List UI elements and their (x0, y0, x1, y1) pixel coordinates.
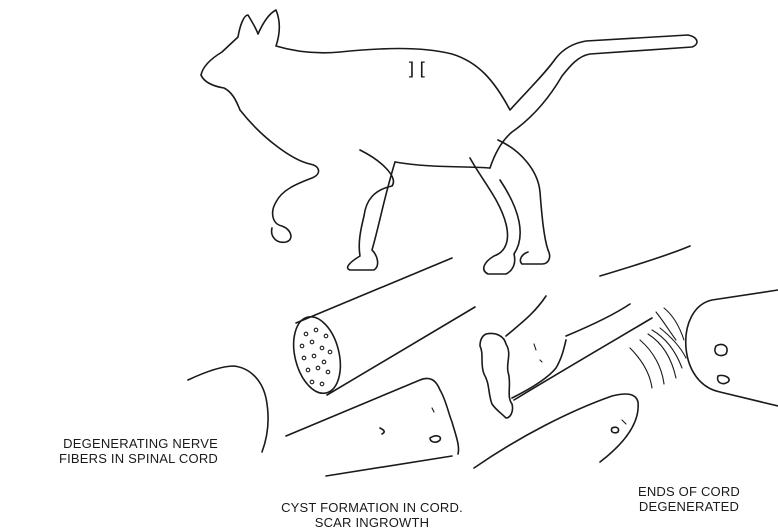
label-ends-of-cord-degenerated: ENDS OF CORD DEGENERATED (630, 484, 748, 514)
label-degenerating-nerve-fibers: DEGENERATING NERVE FIBERS IN SPINAL CORD (4, 436, 218, 466)
spinal-cord-cut-end-upper (286, 258, 475, 398)
label-cyst-formation-line1: CYST FORMATION IN CORD. (262, 500, 482, 515)
label-degenerating-nerve-fibers-line1: DEGENERATING NERVE (4, 436, 218, 451)
label-ends-of-cord-line1: ENDS OF CORD (630, 484, 748, 499)
cat-outline-face (201, 75, 240, 110)
cat-front-leg-standing (348, 150, 395, 270)
spinal-cord-segment-scar (286, 378, 459, 476)
cat-drawing: ][ (201, 10, 697, 274)
cyst-dots (300, 328, 332, 386)
cat-hind-leg-left (470, 158, 520, 274)
cat-front-leg-lifted (240, 110, 319, 242)
spinal-cord-ends-degenerated (474, 246, 778, 468)
label-cyst-formation-line2: SCAR INGROWTH (262, 515, 482, 530)
label-degenerating-nerve-fibers-line2: FIBERS IN SPINAL CORD (4, 451, 218, 466)
label-cyst-formation: CYST FORMATION IN CORD. SCAR INGROWTH (262, 500, 482, 530)
label-ends-of-cord-line2: DEGENERATED (630, 499, 748, 514)
cord-cross-section (286, 312, 348, 398)
lesion-marker: ][ (406, 59, 428, 80)
spinal-cord-fragment-degenerated (480, 296, 566, 418)
